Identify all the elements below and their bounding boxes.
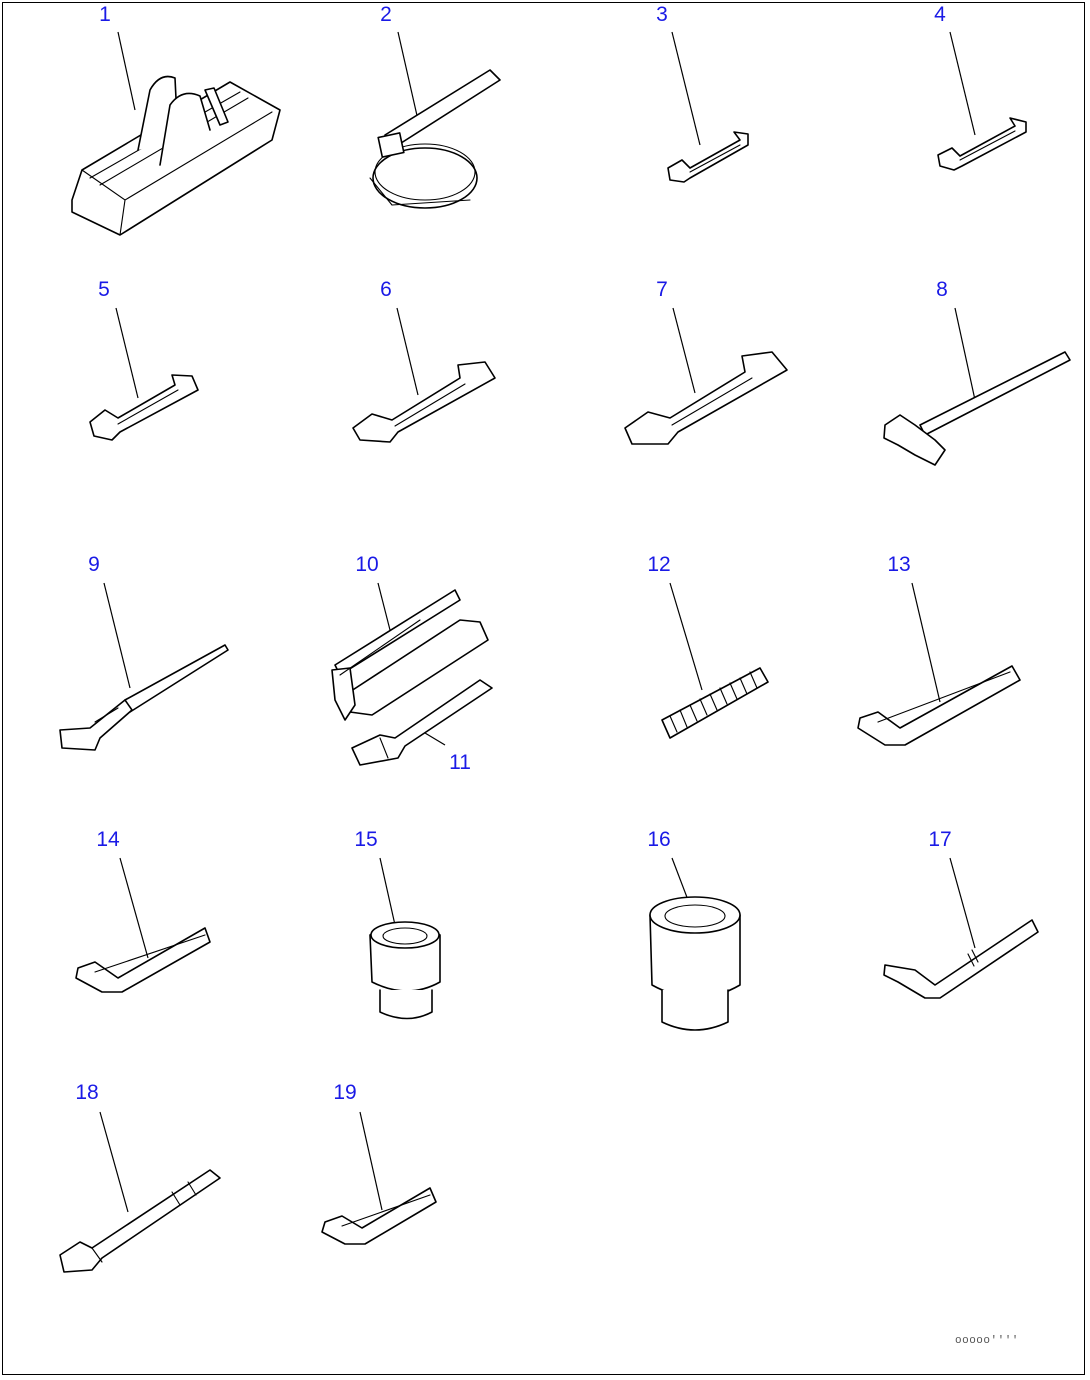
drawing-code: ooooo'''' [955,1335,1019,1347]
callout-2: 2 [380,3,392,26]
callout-1: 1 [99,3,111,26]
callout-11: 11 [449,751,471,774]
callout-16: 16 [647,828,671,851]
hex-key-icon [857,665,1021,746]
spanner-icon [352,361,496,443]
callout-9: 9 [88,553,100,576]
extension-bar-icon [59,1169,221,1273]
callout-15: 15 [354,828,378,851]
tool-box-icon [71,75,281,236]
large-socket-icon [649,896,741,1031]
small-spanner-icon [667,131,749,183]
threaded-bolt-icon [661,667,769,739]
spanner-icon [89,374,199,441]
callout-14: 14 [96,828,120,851]
callout-7: 7 [656,278,668,301]
callout-13: 13 [887,553,911,576]
grease-gun-icon [331,589,489,721]
callout-5: 5 [98,278,110,301]
callout-12: 12 [647,553,671,576]
callout-18: 18 [75,1081,99,1104]
leader-lines [99,31,976,1213]
socket-icon [369,921,441,1020]
callout-3: 3 [656,3,668,26]
large-spanner-icon [624,351,788,445]
callout-4: 4 [934,3,946,26]
filter-wrench-icon [369,69,501,209]
callout-6: 6 [380,278,392,301]
hammer-icon [883,351,1071,466]
callout-10: 10 [355,553,379,576]
socket-wrench-icon [883,919,1039,999]
callout-17: 17 [928,828,952,851]
hex-key-icon [75,927,211,993]
hex-key-icon [321,1187,437,1245]
grease-nozzle-icon [351,679,493,766]
small-spanner-icon [937,117,1027,171]
pry-bar-icon [59,644,229,751]
callout-8: 8 [936,278,948,301]
callout-19: 19 [333,1081,357,1104]
